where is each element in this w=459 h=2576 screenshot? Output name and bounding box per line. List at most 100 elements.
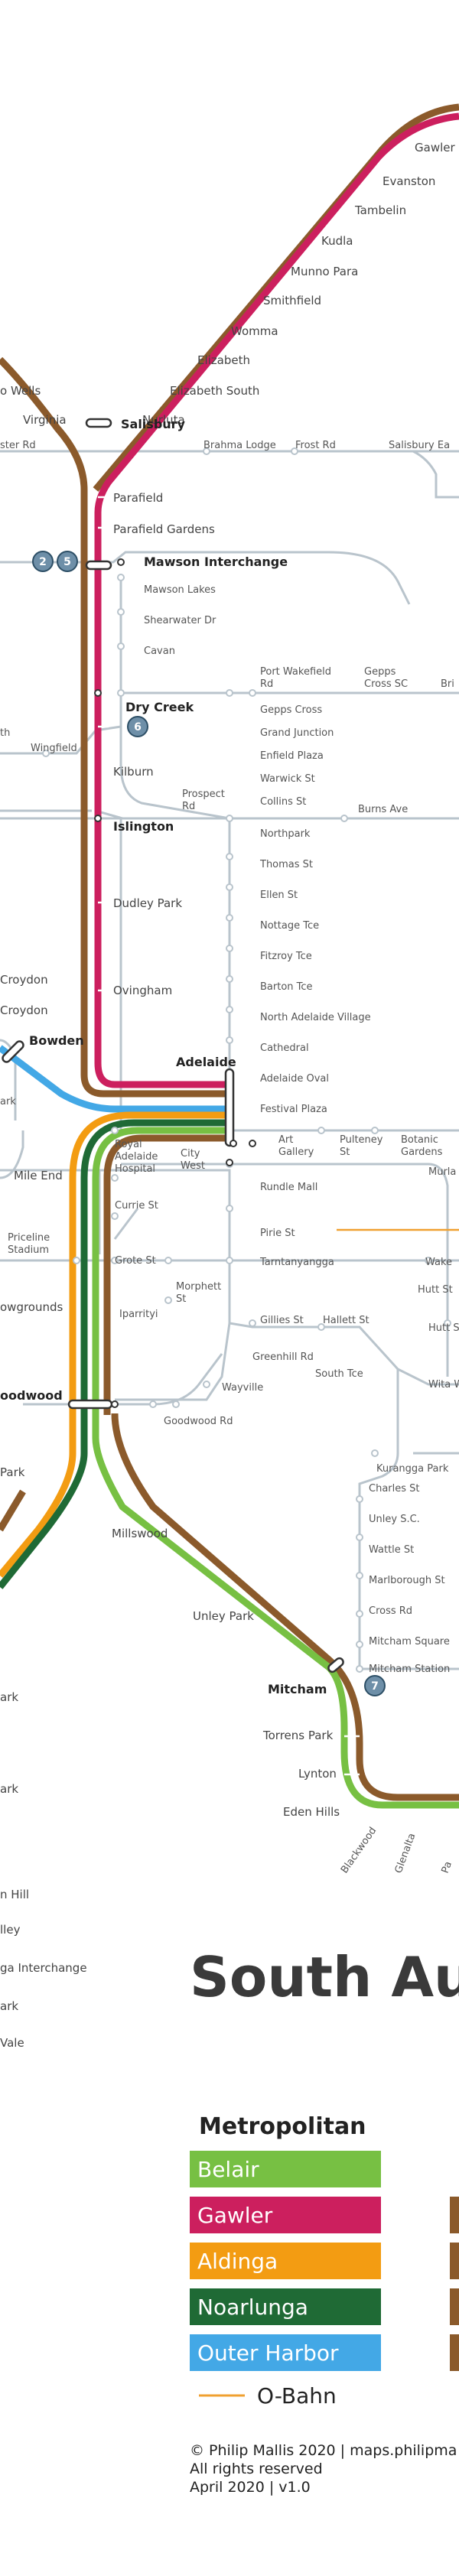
station-label-bowden: Bowden	[29, 1033, 84, 1048]
station-label-ark-4: ark	[0, 1999, 18, 2013]
belair-line	[92, 1127, 459, 1809]
station-label-adelaide-oval: Adelaide Oval	[260, 1073, 329, 1085]
credit-line: All rights reserved	[190, 2461, 323, 2477]
legend-label-outer-harbor: Outer Harbor	[197, 2340, 339, 2366]
station-label-dudley-park: Dudley Park	[113, 896, 182, 910]
station-label-islington: Islington	[113, 819, 174, 834]
station-label-charles-st: Charles St	[369, 1483, 420, 1495]
brown-south-line	[103, 1134, 230, 1415]
station-label-unley-park: Unley Park	[193, 1609, 254, 1623]
station-label-festival-plaza: Festival Plaza	[260, 1104, 327, 1115]
station-label-croydon-2: Croydon	[0, 1003, 48, 1017]
station-label-evanston: Evanston	[382, 174, 435, 188]
station-label-kudla: Kudla	[321, 234, 353, 248]
station-label-priceline-2: Stadium	[8, 1244, 49, 1256]
station-label-ga-interchange: ga Interchange	[0, 1961, 87, 1975]
station-label-iparrityi: Iparrityi	[119, 1309, 158, 1320]
station-label-northpark: Northpark	[260, 828, 311, 840]
station-label-salisbury-east: Salisbury Ea	[389, 440, 450, 451]
legend-label-obahn: O-Bahn	[257, 2383, 337, 2408]
station-label-port-wakefield-rd-1: Port Wakefield	[260, 666, 331, 678]
station-label-elizabeth: Elizabeth	[197, 353, 250, 367]
legend-label-belair: Belair	[197, 2157, 259, 2182]
station-label-elizabeth-south: Elizabeth South	[170, 384, 259, 398]
station-label-salisbury: Salisbury	[121, 417, 186, 431]
station-label-priceline-1: Priceline	[8, 1232, 50, 1244]
legend-swatch-regional-1	[450, 2197, 459, 2233]
station-label-marlborough-st: Marlborough St	[369, 1575, 445, 1586]
credits: © Philip Mallis 2020 | maps.philipma All…	[190, 2442, 457, 2496]
station-label-torrens-park: Torrens Park	[262, 1729, 334, 1742]
station-label-tarntanyangga: Tarntanyangga	[259, 1257, 334, 1268]
station-label-wake: Wake	[425, 1257, 452, 1268]
station-label-kurangga-park: Kurangga Park	[376, 1463, 449, 1475]
station-label-adelaide: Adelaide	[176, 1055, 236, 1069]
station-label-botanic-gardens-1: Botanic	[401, 1134, 438, 1146]
station-label-royal-adelaide-2: Adelaide	[115, 1151, 158, 1163]
noarlunga-line	[0, 1119, 230, 1589]
station-label-kilburn: Kilburn	[113, 765, 154, 779]
station-label-ark-2: ark	[0, 1690, 18, 1704]
station-label-tambelin: Tambelin	[354, 203, 406, 217]
station-label-goodwood: oodwood	[0, 1388, 63, 1403]
station-label-murla: Murla	[428, 1166, 456, 1178]
station-label-goodwood-rd: Goodwood Rd	[164, 1416, 233, 1427]
legend: Metropolitan Belair Gawler Aldinga Noarl…	[190, 2113, 459, 2408]
station-label-wingfield: Wingfield	[31, 743, 77, 754]
station-label-hallett-st: Hallett St	[323, 1315, 369, 1326]
station-label-smithfield: Smithfield	[263, 294, 321, 307]
legend-label-noarlunga: Noarlunga	[197, 2295, 308, 2320]
station-label-barton-tce: Barton Tce	[260, 981, 313, 993]
station-label-gepps-cross: Gepps Cross	[260, 704, 322, 716]
station-label-gillies-st: Gillies St	[260, 1315, 304, 1326]
station-label-gepps-cross-sc-1: Gepps	[364, 666, 396, 678]
station-label-cathedral: Cathedral	[260, 1042, 309, 1054]
stop-dots-dark	[94, 558, 256, 1408]
station-label-parafield: Parafield	[113, 491, 163, 505]
credit-line: April 2020 | v1.0	[190, 2479, 311, 2496]
legend-label-aldinga: Aldinga	[197, 2249, 278, 2274]
route-badge-label: 7	[371, 1680, 379, 1693]
station-label-park-l: Park	[0, 1465, 25, 1479]
station-label-mitcham: Mitcham	[268, 1682, 327, 1696]
legend-label-gawler: Gawler	[197, 2203, 273, 2228]
station-label-currie-st: Currie St	[115, 1200, 158, 1212]
regional-lines	[0, 103, 459, 1801]
station-label-prospect-rd-1: Prospect	[182, 789, 225, 800]
station-label-n-hill: n Hill	[0, 1888, 29, 1901]
route-badge-label: 5	[63, 556, 71, 568]
station-label-ark: ark	[0, 1096, 16, 1107]
station-label-blackwood: Blackwood	[339, 1825, 379, 1875]
station-label-gawler: Gawler	[415, 141, 455, 154]
station-label-mitcham-station: Mitcham Station	[369, 1664, 450, 1675]
station-label-millswood: Millswood	[112, 1527, 168, 1540]
station-label-wells: o Wells	[0, 384, 41, 398]
station-label-fitzroy-tce: Fitzroy Tce	[260, 951, 312, 962]
station-label-pa: Pa	[440, 1860, 454, 1875]
station-label-frost-rd: Frost Rd	[295, 440, 336, 451]
station-label-mile-end: Mile End	[14, 1169, 63, 1182]
station-label-morphett-1: Morphett	[176, 1281, 221, 1293]
legend-swatch-noarlunga	[190, 2288, 381, 2325]
aldinga-line	[0, 1111, 230, 1578]
station-label-wayville: Wayville	[222, 1382, 263, 1394]
station-label-art-gallery-2: Gallery	[278, 1147, 314, 1158]
station-label-nurluta: Nurluta	[142, 413, 185, 427]
legend-swatch-regional-3	[450, 2288, 459, 2325]
interchanges	[2, 418, 344, 1673]
station-label-ovingham: Ovingham	[113, 984, 172, 997]
station-label-south-tce: South Tce	[315, 1368, 363, 1380]
station-label-cross-rd: Cross Rd	[369, 1605, 412, 1617]
route-badge-label: 2	[39, 556, 47, 568]
station-label-grote-st: Grote St	[115, 1255, 156, 1267]
station-label-shearwater-dr: Shearwater Dr	[144, 615, 216, 626]
station-label-warwick-st: Warwick St	[260, 773, 315, 785]
station-label-pulteney-st-2: St	[340, 1147, 350, 1158]
station-label-botanic-gardens-2: Gardens	[401, 1147, 443, 1158]
station-label-owgrounds: owgrounds	[0, 1300, 63, 1314]
station-label-hutt-st: Hutt St	[418, 1284, 453, 1296]
map-title: South Aus	[190, 1945, 459, 2009]
station-label-city-west-2: West	[181, 1160, 205, 1172]
station-label-lley: lley	[0, 1923, 21, 1937]
